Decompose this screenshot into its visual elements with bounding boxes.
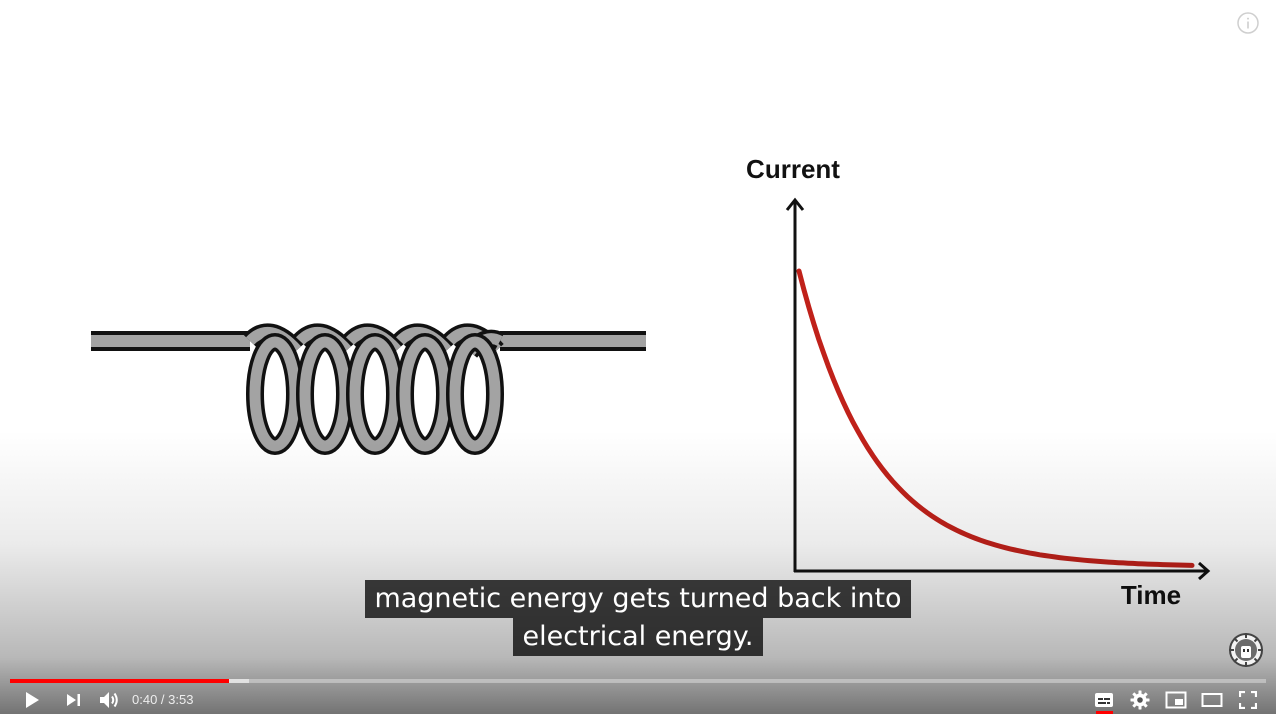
current-decay-curve: [796, 268, 1195, 568]
theater-icon: [1201, 693, 1223, 707]
y-axis-label: Current: [746, 154, 840, 184]
subtitles-active-indicator: [1096, 711, 1113, 714]
time-display: 0:40 / 3:53: [132, 686, 193, 714]
current-time-graph: Current Time: [746, 154, 1211, 610]
subtitles-button[interactable]: [1090, 686, 1118, 714]
progress-played: [10, 679, 229, 683]
time-separator: /: [157, 692, 169, 707]
inductor-coil-drawing: [91, 323, 646, 455]
play-icon: [26, 692, 39, 708]
info-button[interactable]: [1237, 12, 1259, 34]
y-axis-arrow: [785, 197, 805, 211]
next-button[interactable]: [60, 686, 88, 714]
settings-button[interactable]: [1126, 686, 1154, 714]
channel-watermark[interactable]: [1228, 632, 1264, 668]
progress-bar[interactable]: [10, 679, 1266, 683]
captions-window: magnetic energy gets turned back into el…: [0, 580, 1276, 656]
duration: 3:53: [168, 692, 194, 707]
gear-icon: [1130, 690, 1150, 710]
subtitles-icon: [1095, 693, 1113, 707]
volume-icon: [100, 692, 118, 708]
caption-line: electrical energy.: [513, 618, 763, 656]
mute-button[interactable]: [95, 686, 123, 714]
theater-mode-button[interactable]: [1198, 686, 1226, 714]
player-controls: 0:40 / 3:53: [0, 686, 1276, 714]
fullscreen-icon: [1239, 691, 1257, 709]
miniplayer-icon: [1165, 691, 1187, 709]
channel-logo-icon: [1229, 633, 1263, 667]
next-icon: [67, 694, 80, 706]
current-time: 0:40: [132, 692, 158, 707]
play-button[interactable]: [18, 686, 46, 714]
info-icon: [1237, 12, 1259, 34]
fullscreen-button[interactable]: [1234, 686, 1262, 714]
caption-line: magnetic energy gets turned back into: [365, 580, 911, 618]
miniplayer-button[interactable]: [1162, 686, 1190, 714]
